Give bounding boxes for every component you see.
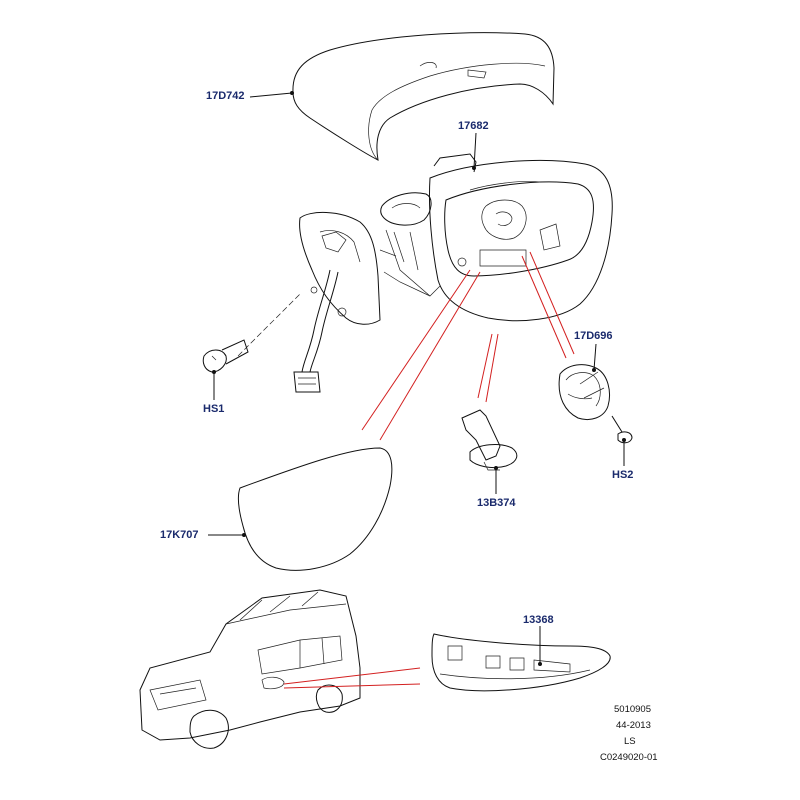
mirror-bracket-part xyxy=(237,211,381,393)
callout-leaders xyxy=(208,91,626,666)
reference-date: 44-2013 xyxy=(616,720,651,731)
reference-number: 5010905 xyxy=(614,704,651,715)
label-17K707: 17K707 xyxy=(160,529,199,541)
label-13B374: 13B374 xyxy=(477,497,516,509)
label-17682: 17682 xyxy=(458,120,489,132)
mirror-cover-part xyxy=(292,32,555,161)
red-leader-lines xyxy=(283,251,575,689)
reference-illustration-id: C0249020-01 xyxy=(600,752,658,763)
screw-hs2-part xyxy=(611,415,633,444)
label-HS2: HS2 xyxy=(612,469,634,481)
diagram-sheet xyxy=(130,18,670,782)
vehicle-illustration xyxy=(139,589,361,749)
label-13368: 13368 xyxy=(523,614,554,626)
clip-part xyxy=(461,409,518,471)
label-17D742: 17D742 xyxy=(206,90,245,102)
motor-part xyxy=(558,364,610,420)
screw-hs1-part xyxy=(202,339,249,373)
label-17D696: 17D696 xyxy=(574,330,613,342)
label-HS1: HS1 xyxy=(203,403,225,415)
reference-code: LS xyxy=(624,736,636,747)
side-indicator-part xyxy=(431,633,611,692)
mirror-glass-part xyxy=(237,447,393,571)
mirror-housing-part xyxy=(379,153,613,322)
